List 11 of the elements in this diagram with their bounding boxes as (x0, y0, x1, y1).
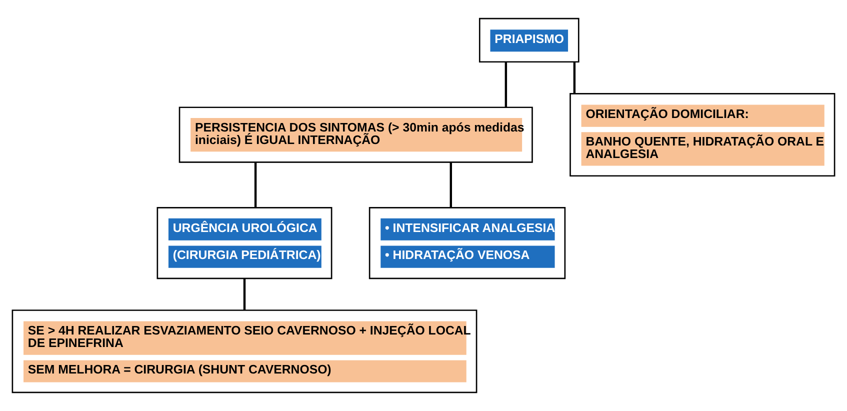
node-box: SE > 4H REALIZAR ESVAZIAMENTO SEIO CAVERNOSO + INJEÇÃO LOCAL DE EPINEFRINA SEM MELHORA = CIRURGIA (SHUNT CAVERNOSO) (12, 310, 478, 394)
node-box: PRIAPISMO (478, 18, 580, 63)
connector (573, 62, 576, 94)
node-box: PERSISTENCIA DOS SINTOMAS (> 30min após medidas iniciais) É IGUAL INTERNAÇÃO (178, 106, 533, 163)
connector (504, 62, 508, 108)
node-box: URGÊNCIA UROLÓGICA (CIRURGIA PEDIÁTRICA) (156, 207, 332, 280)
node-box: • INTENSIFICAR ANALGESIA • HIDRATAÇÃO VENOSA (368, 207, 566, 280)
connector (254, 162, 257, 208)
node-box: ORIENTAÇÃO DOMICILIAR: BANHO QUENTE, HIDRATAÇÃO ORAL E ANALGESIA (570, 93, 836, 177)
connector (243, 278, 246, 310)
connector (450, 162, 452, 208)
